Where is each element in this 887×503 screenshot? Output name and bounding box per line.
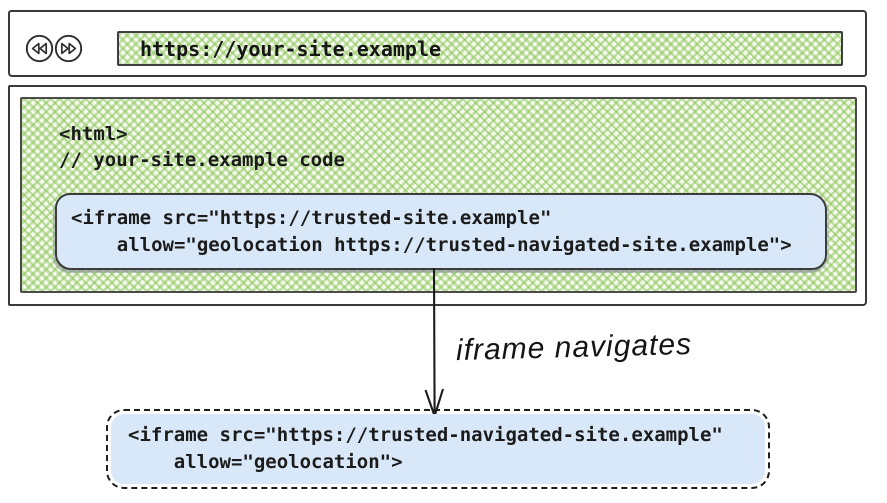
your-site-page: <html> // your-site.example code <iframe… [20,97,857,293]
page-source-code: <html> // your-site.example code [59,121,345,173]
navigated-iframe-snippet-code: <iframe src="https://trusted-navigated-s… [111,414,765,476]
forward-button[interactable] [54,34,83,63]
navigated-iframe-snippet-fill: <iframe src="https://trusted-navigated-s… [111,414,765,484]
html-open-tag: <html> [59,123,128,145]
iframe-src-line: <iframe src="https://trusted-site.exampl… [71,207,552,229]
iframe-navigates-label: iframe navigates [455,327,693,368]
browser-chrome-bar: https://your-site.example [8,10,867,77]
iframe-snippet-box: <iframe src="https://trusted-site.exampl… [55,193,827,270]
iframe-snippet-code: <iframe src="https://trusted-site.exampl… [57,195,825,259]
url-text: https://your-site.example [140,36,442,61]
navigated-iframe-src-line: <iframe src="https://trusted-navigated-s… [128,424,723,446]
double-chevron-right-icon [54,34,83,63]
navigated-iframe-snippet-box: <iframe src="https://trusted-navigated-s… [106,409,770,489]
down-arrow-icon [424,267,445,420]
url-bar[interactable]: https://your-site.example [117,31,843,66]
iframe-allow-line: allow="geolocation https://trusted-navig… [71,234,792,256]
navigated-iframe-allow-line: allow="geolocation"> [128,451,403,473]
browser-viewport: <html> // your-site.example code <iframe… [8,85,867,306]
back-button[interactable] [25,34,54,63]
double-chevron-left-icon [25,34,54,63]
page-code-comment: // your-site.example code [59,149,345,171]
